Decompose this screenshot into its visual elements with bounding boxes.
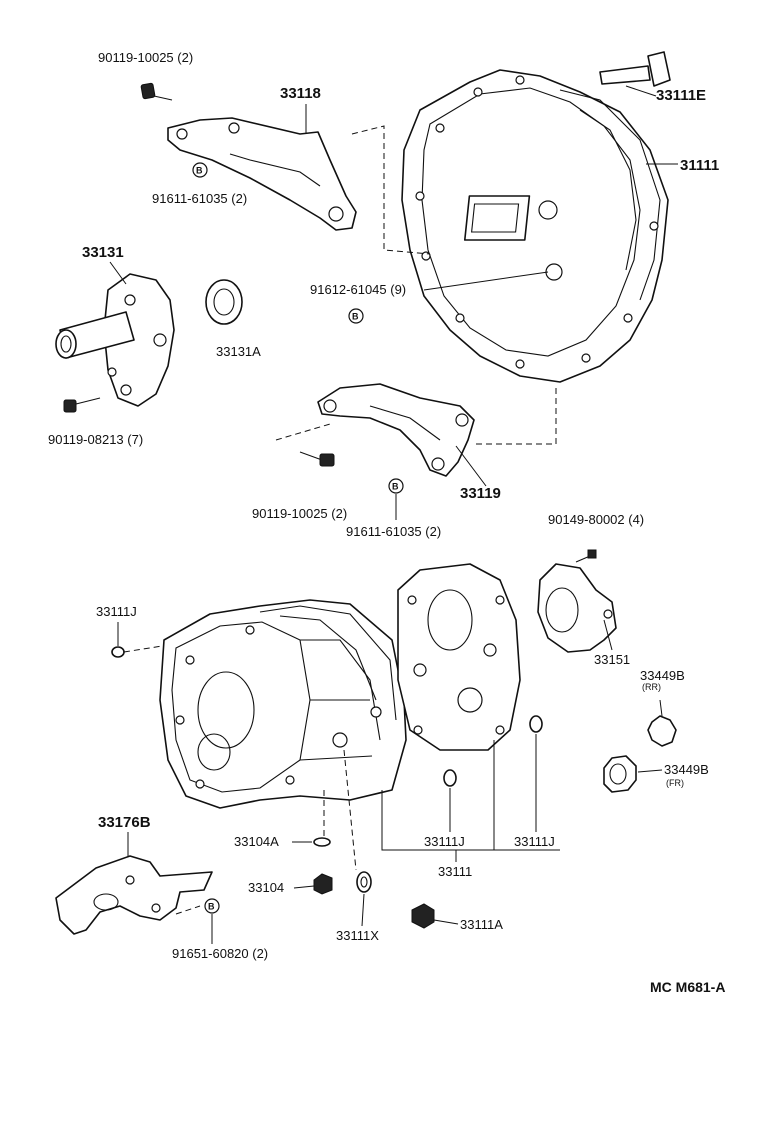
label-91651-60820: 91651-60820 (2) [172,946,268,961]
dowel-33111J-right [529,715,543,733]
label-33449B-fr: 33449B [664,762,709,777]
label-91611-61035-top: 91611-61035 (2) [152,191,247,206]
dowel-33111J-mid [443,769,457,787]
label-33449B-rr-note: (RR) [642,682,661,692]
bracket-33118 [167,117,357,231]
label-33131: 33131 [82,244,124,261]
gear-33449B-fr [603,755,637,793]
label-33111J-left: 33111J [96,604,137,619]
label-91611-61035-mid: 91611-61035 (2) [346,524,441,539]
b-mark-91612: B [348,308,364,324]
b-mark-mid: B [388,478,404,494]
b-mark-bottom: B [204,898,220,914]
plug-33104 [313,873,333,895]
label-31111: 31111 [680,157,719,174]
bracket-33176B [55,855,213,935]
label-33111J-mid: 33111J [424,834,465,849]
svg-text:B: B [208,902,215,912]
label-33111: 33111 [438,864,472,879]
label-33111E: 33111E [656,87,706,104]
bolt-90119-10025-mid [299,451,335,467]
bolt-90149-80002 [575,549,597,563]
plug-33111A [411,903,435,929]
label-33111J-right: 33111J [514,834,555,849]
oil-seal-33131A [205,279,243,325]
bolt-90119-08213 [63,397,101,413]
label-90119-10025-mid: 90119-10025 (2) [252,506,347,521]
dowel-33111J-left [111,646,125,658]
label-33111X: 33111X [336,928,379,943]
gear-33449B-rr [647,699,677,747]
label-90149-80002: 90149-80002 (4) [548,512,644,527]
label-33131A: 33131A [216,344,261,359]
label-90119-10025-top: 90119-10025 (2) [98,50,193,65]
label-33104: 33104 [248,880,284,895]
washer-33104A [313,837,331,847]
label-91612-61045: 91612-61045 (9) [310,282,406,297]
label-33104A: 33104A [234,834,279,849]
bell-housing-31111 [401,69,669,383]
transmission-case [159,599,407,809]
svg-text:B: B [196,166,203,176]
label-33151: 33151 [594,652,630,667]
bolt-90119-10025-top [140,82,173,101]
bracket-33119 [317,383,475,477]
label-33449B-fr-note: (FR) [666,778,684,788]
bolt-33111E [599,51,671,87]
gasket-33111X [356,871,372,893]
retainer-33151 [537,563,617,653]
figure-code: MC M681-A [650,979,725,995]
label-33119: 33119 [460,485,501,502]
svg-text:B: B [392,482,399,492]
intermediate-plate [397,563,521,751]
label-33176B: 33176B [98,814,151,831]
label-33118: 33118 [280,85,321,102]
label-90119-08213: 90119-08213 (7) [48,432,143,447]
label-33111A: 33111A [460,917,503,932]
retainer-33131 [55,273,175,407]
svg-text:B: B [352,312,359,322]
b-mark-top: B [192,162,208,178]
label-33449B-rr: 33449B [640,668,685,683]
